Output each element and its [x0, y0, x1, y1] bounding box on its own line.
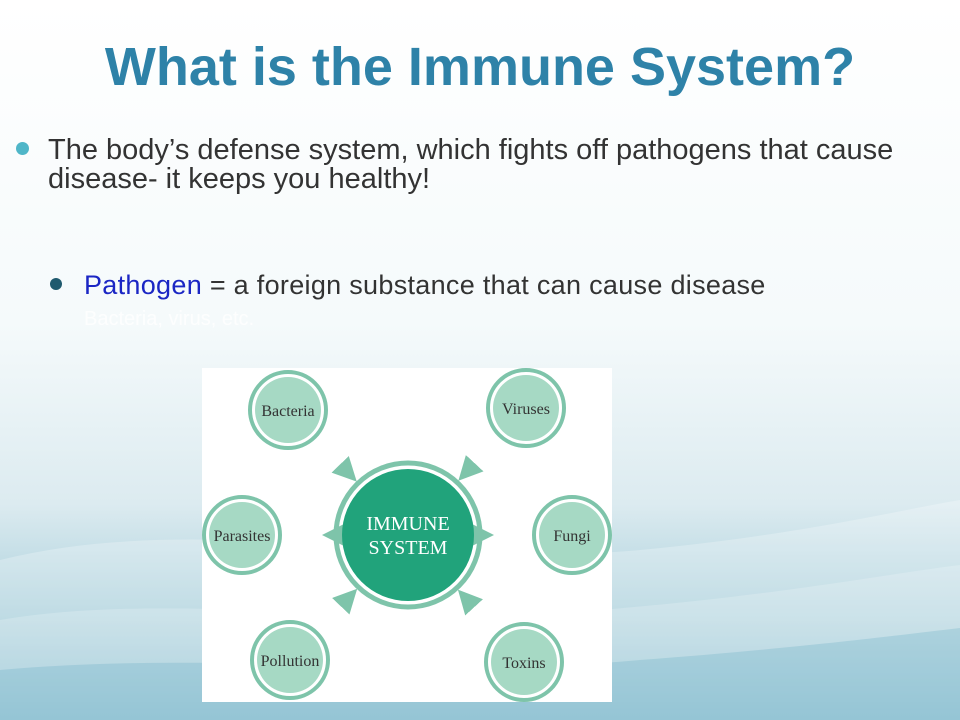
bullet-dot-icon — [16, 142, 29, 155]
node-label-viruses: Viruses — [502, 401, 550, 418]
node-label-pollution: Pollution — [261, 653, 320, 670]
node-viruses — [493, 375, 559, 441]
arrow-toxins — [457, 589, 483, 616]
pathogen-definition: = a foreign substance that can cause dis… — [202, 270, 766, 300]
slide-title: What is the Immune System? — [104, 37, 856, 97]
node-toxins — [491, 629, 557, 695]
node-label-parasites: Parasites — [214, 528, 271, 545]
node-pollution — [257, 627, 323, 693]
node-parasites — [209, 502, 275, 568]
arrow-viruses — [458, 455, 484, 481]
bullet-dot-icon — [50, 278, 62, 290]
node-label-bacteria: Bacteria — [261, 403, 314, 420]
node-bacteria — [255, 377, 321, 443]
node-fungi — [539, 502, 605, 568]
center-circle — [342, 469, 474, 601]
node-label-toxins: Toxins — [502, 655, 545, 672]
pathogen-term: Pathogen — [84, 270, 203, 300]
arrow-bacteria — [331, 455, 357, 482]
node-label-fungi: Fungi — [553, 528, 591, 545]
pathogen-examples-faint: Bacteria, virus, etc. — [84, 308, 255, 330]
bullet-definition-text: The body’s defense system, which fights … — [48, 134, 894, 195]
center-label-line2: SYSTEM — [369, 537, 448, 559]
center-ring — [333, 460, 483, 610]
arrow-pollution — [332, 588, 358, 615]
bullet-pathogen-line: Pathogen = a foreign substance that can … — [84, 270, 766, 300]
center-label-line1: IMMUNE — [366, 513, 449, 535]
